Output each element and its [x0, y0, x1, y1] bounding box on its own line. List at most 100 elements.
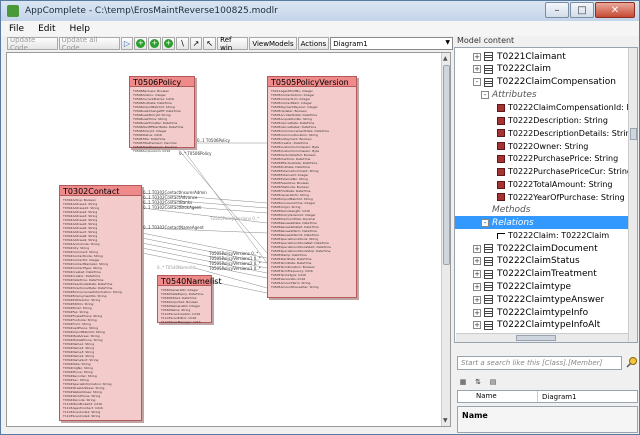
tree-item[interactable]: +T0222ClaimStatus [455, 255, 580, 268]
class-box-policy-version[interactable]: T0505PolicyVersion T0411AgentEmitBo: Int… [267, 76, 357, 298]
tree-item[interactable]: +T0222ClaimtypeAnswer [455, 293, 604, 306]
expand-icon[interactable]: + [473, 321, 481, 330]
collapse-icon[interactable]: - [481, 218, 489, 227]
scroll-thumb[interactable] [516, 335, 556, 341]
scroll-down-icon[interactable]: ▼ [443, 417, 448, 424]
class-attribute: T0505ContactNam: Integer [271, 101, 312, 105]
class-icon [484, 256, 493, 266]
tree-item[interactable]: T0222Description: String [455, 114, 608, 127]
expand-icon[interactable]: + [473, 65, 481, 74]
tree-item[interactable]: T0222DescriptionDetails: String [455, 127, 636, 140]
association-label[interactable]: 0..1 T0302ContactBanks [143, 200, 193, 205]
canvas-vertical-scrollbar[interactable]: ▲ ▼ [441, 53, 450, 426]
tree-vertical-scrollbar[interactable] [628, 48, 637, 342]
diagram-select[interactable]: Diagram1 ▼ [330, 37, 453, 50]
association-label[interactable]: 0..* T0540Namelist [157, 265, 196, 270]
class-attribute: T0505AcquisitionNo: String [271, 117, 312, 121]
expand-icon[interactable]: + [473, 257, 481, 266]
tree-item-label: T0222TotalAmount: String [508, 180, 613, 189]
inheritance-line-icon[interactable]: ↗ [189, 37, 203, 50]
attribute-icon [497, 129, 505, 138]
expand-icon[interactable]: + [473, 282, 481, 291]
update-all-code-button[interactable]: Update all Code [58, 36, 120, 52]
ref-win-button[interactable]: Ref win [217, 36, 249, 52]
property-pages-icon[interactable]: ▤ [489, 377, 497, 386]
expand-icon[interactable]: + [473, 295, 481, 304]
properties-grid-row[interactable]: Name Diagram1 [457, 390, 638, 403]
add-green-third-icon[interactable]: + [161, 37, 175, 50]
view-models-button[interactable]: ViewModels [249, 37, 297, 50]
expand-icon[interactable]: + [473, 244, 481, 253]
tree-item[interactable]: +T0222Claimtype [455, 280, 571, 293]
collapse-icon[interactable]: - [481, 90, 489, 99]
tree-item[interactable]: +T0221Claimant [455, 50, 566, 63]
tree-item-label: Relations [492, 217, 534, 228]
menu-edit[interactable]: Edit [38, 23, 56, 34]
property-value[interactable]: Diagram1 [542, 392, 577, 401]
class-attribute: T0505CustomCommission: Byte [271, 149, 320, 153]
class-attribute: T0505Origin: String [271, 205, 301, 209]
add-green-alt-icon[interactable]: + [148, 37, 161, 50]
tree-item[interactable]: -T0222ClaimCompensation [455, 76, 616, 89]
tree-item[interactable]: T0222Claim: T0222Claim [455, 229, 609, 242]
tree-item[interactable]: T0222ClaimCompensationId: Integer [455, 101, 637, 114]
tree-item[interactable]: +T0222ClaimtypeInfo [455, 306, 588, 319]
expand-icon[interactable]: + [473, 52, 481, 61]
association-label[interactable]: 0..1 T0302ContactNameAgent [143, 225, 204, 230]
categorized-icon[interactable]: ▦ [459, 377, 467, 386]
association-label[interactable]: T0505PolicyVersions1 0..* [209, 256, 261, 261]
scroll-thumb[interactable] [443, 65, 450, 265]
tree-item[interactable]: T0222Owner: String [455, 140, 588, 153]
tree-item[interactable]: T0222TotalAmount: String [455, 178, 612, 191]
add-green-icon[interactable]: + [134, 37, 148, 50]
menu-file[interactable]: File [9, 23, 25, 34]
association-label[interactable]: 0..* T0506Policy [179, 151, 212, 156]
model-search-input[interactable]: Start a search like this [Class].[Member… [457, 356, 622, 370]
expand-icon[interactable]: + [473, 308, 481, 317]
association-label[interactable]: T0505PolicyVersions3 0..* [209, 266, 261, 271]
tree-item[interactable]: T0222PurchasePriceCur: String [455, 165, 632, 178]
association-label[interactable]: 0..1 T0506Policy [197, 138, 231, 143]
scroll-up-icon[interactable]: ▲ [443, 55, 448, 62]
association-label[interactable]: 0..1 T0302ContactAdvance [143, 195, 198, 200]
expand-icon[interactable]: + [473, 270, 481, 279]
close-button[interactable]: ✕ [595, 2, 635, 18]
tree-item[interactable]: +T0222ClaimtypeInfoAlt [455, 319, 600, 332]
minimize-button[interactable]: – [545, 2, 569, 18]
tree-item[interactable]: + T0222ClaimTreatment [455, 268, 597, 281]
update-code-button[interactable]: Update Code [7, 36, 58, 52]
class-attribute: T0302DeactivateDate: DateTime [63, 282, 113, 286]
association-line-icon[interactable]: ∖ [175, 37, 189, 50]
class-attribute: T0506Status: Int16 [133, 133, 162, 137]
tree-item[interactable]: Methods [455, 204, 530, 217]
class-attribute: T0505AmountTerm: String [271, 281, 311, 285]
connector-icon[interactable]: ↖ [203, 37, 217, 50]
model-tree[interactable]: +T0222ClaimTypeInfoOrganizer+T0222Claimt… [454, 47, 638, 343]
tree-item[interactable]: +T0222Claim [455, 63, 551, 76]
association-label[interactable]: 0..1 T0302ContactBrokAgent [143, 205, 201, 210]
search-icon[interactable] [626, 356, 638, 368]
play-icon[interactable]: ▷ [120, 37, 134, 50]
tree-horizontal-scrollbar[interactable] [456, 333, 628, 342]
menu-help[interactable]: Help [69, 23, 91, 34]
scroll-thumb[interactable] [630, 128, 637, 140]
tree-item[interactable]: T0222PurchasePrice: String [455, 152, 618, 165]
class-attribute: T0411AgentEmitBo: Integer [271, 89, 313, 93]
tree-item[interactable]: +T0222ClaimDocument [455, 242, 598, 255]
association-label[interactable]: 0..1 T0302ContactInsurerAdmin [143, 190, 207, 195]
tree-item[interactable]: -Relations [455, 216, 629, 230]
collapse-icon[interactable]: - [473, 78, 481, 87]
association-label[interactable]: T0505PolicyVersions 0..* [209, 251, 259, 256]
sort-alpha-icon[interactable]: ⇅ [475, 377, 481, 386]
tree-item[interactable]: -Attributes [455, 88, 537, 101]
association-label[interactable]: T0505PolicyVersions 0..* [210, 216, 260, 221]
association-label[interactable]: T0505PolicyVersions2 0..* [209, 261, 261, 266]
maximize-button[interactable]: □ [570, 2, 594, 18]
tree-item-label: T0222ClaimTreatment [497, 269, 597, 280]
actions-button[interactable]: Actions [297, 37, 330, 50]
tree-item[interactable]: T0222YearOfPurchase: String [455, 191, 625, 204]
